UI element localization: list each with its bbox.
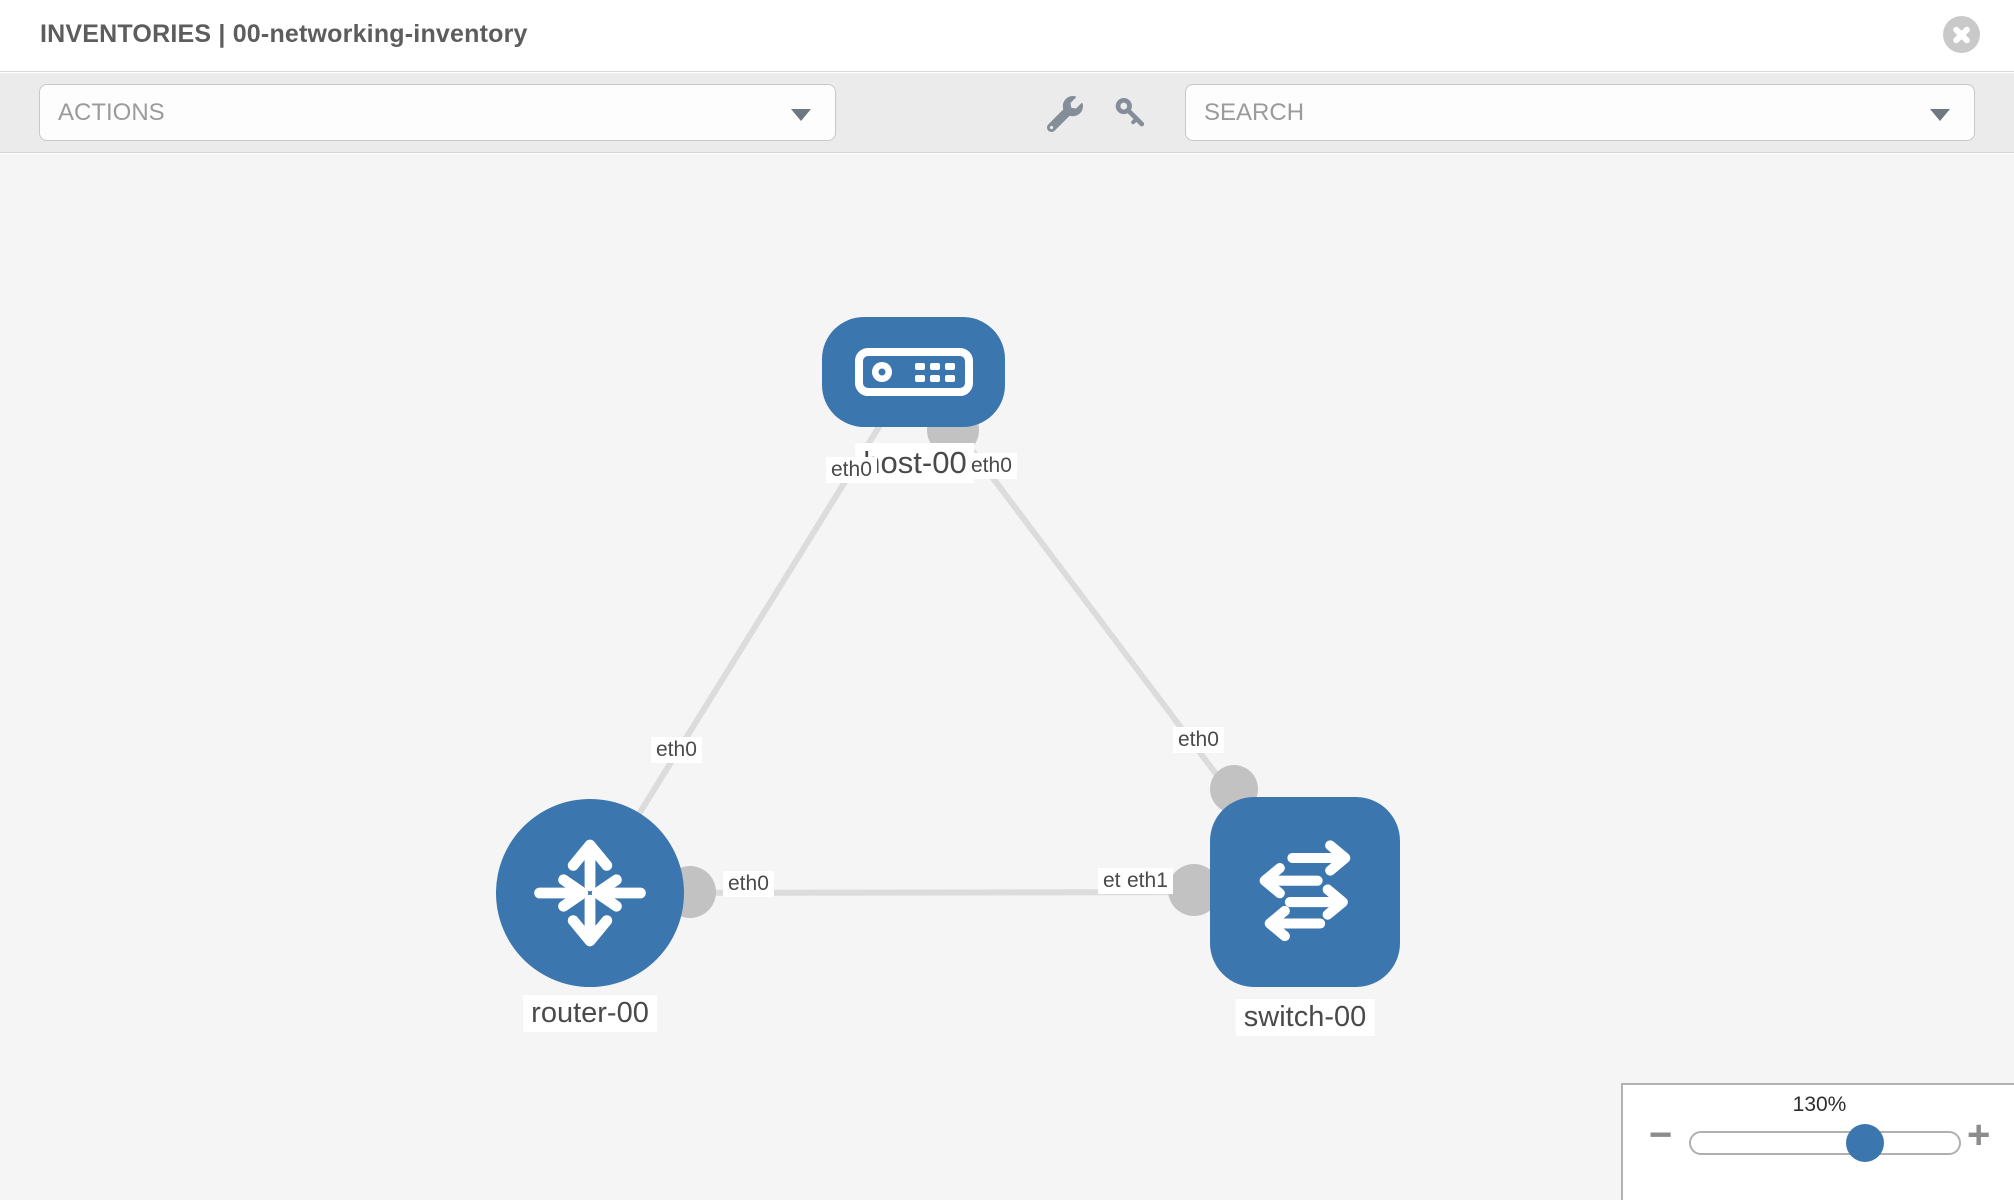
node-host-00[interactable] (822, 317, 1005, 427)
search-dropdown[interactable]: SEARCH (1185, 84, 1975, 141)
close-icon[interactable] (1943, 16, 1980, 53)
interface-label-router-eth0: eth0 (651, 737, 702, 763)
zoom-in-button[interactable]: + (1967, 1113, 1991, 1157)
zoom-panel: 130% − + (1621, 1083, 2014, 1200)
chevron-down-icon (1930, 109, 1950, 121)
search-dropdown-label: SEARCH (1204, 99, 1305, 126)
wrench-icon-glyph (1047, 96, 1083, 132)
page-title: INVENTORIES | 00-networking-inventory (40, 20, 528, 48)
switch-icon (1259, 840, 1351, 942)
key-icon[interactable] (1108, 91, 1154, 137)
interface-label-host-eth0: eth0 (966, 453, 1017, 479)
interface-label-host-eth0: eth0 (826, 457, 877, 483)
wrench-icon[interactable] (1042, 91, 1088, 137)
actions-dropdown[interactable]: ACTIONS (39, 84, 836, 141)
actions-dropdown-label: ACTIONS (58, 99, 165, 126)
chevron-down-icon (791, 109, 811, 121)
zoom-slider-track[interactable] (1689, 1131, 1961, 1155)
node-label-switch-00: switch-00 (1235, 999, 1375, 1036)
router-icon (534, 839, 646, 947)
interface-label-switch-eth0: eth0 (1173, 727, 1224, 753)
interface-label-switch-eth1: eth1 (1122, 868, 1173, 894)
host-icon (854, 348, 973, 396)
interface-label-router-eth0: eth0 (723, 871, 774, 897)
zoom-level: 130% (1792, 1093, 1847, 1116)
node-switch-00[interactable] (1210, 797, 1400, 987)
key-icon-glyph (1115, 97, 1145, 127)
node-label-router-00: router-00 (523, 995, 657, 1032)
port-circle-switch-left (1168, 864, 1220, 916)
topology-canvas[interactable]: host-00 router-00 switch-00 eth0 eth0 et… (0, 154, 2014, 1200)
zoom-out-button[interactable]: − (1649, 1113, 1673, 1157)
toolbar: ACTIONS SEARCH (0, 73, 2014, 153)
zoom-slider-thumb[interactable] (1846, 1124, 1884, 1162)
links-layer (587, 370, 1308, 918)
node-router-00[interactable] (496, 799, 684, 987)
header: INVENTORIES | 00-networking-inventory (0, 0, 2014, 72)
